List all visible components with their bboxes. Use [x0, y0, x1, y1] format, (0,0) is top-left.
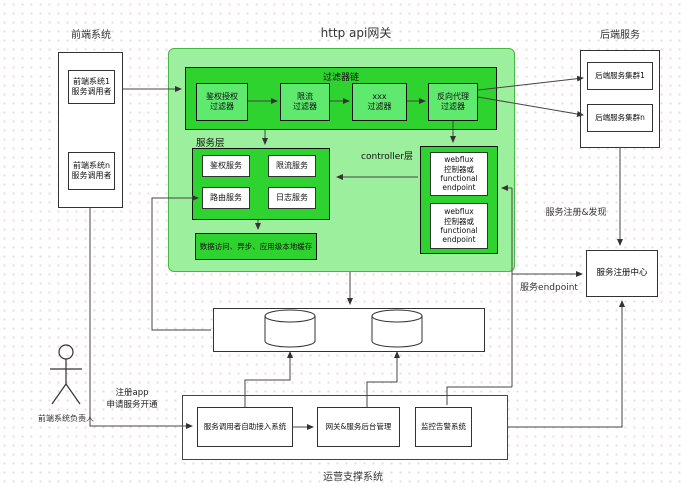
- register-app-annotation: 注册app 申请服务开通: [106, 388, 158, 410]
- service-box-log: 日志服务: [268, 187, 316, 209]
- backend-cluster-1-box: 后端服务集群1: [587, 62, 653, 90]
- frontend-label: 前端系统: [71, 30, 111, 41]
- gateway-note-box: 数据访问、异步、应用级本地缓存: [195, 233, 317, 260]
- filter-chain-label: 过滤器链: [322, 73, 359, 83]
- diagram-title: http api网关: [320, 26, 392, 40]
- config-store-container: [213, 308, 485, 352]
- frontend-caller-1-box: 前端系统1 服务调用者: [68, 70, 115, 104]
- actor-icon: [50, 344, 82, 405]
- webflux-controller-box-2: webflux 控制器或 functional endpoint: [430, 203, 488, 249]
- register-discover-label: 服务注册&发现: [545, 208, 607, 218]
- actor-label: 前端系统负责人: [38, 414, 94, 423]
- filter-box-reverse-proxy: 反向代理 过滤器: [428, 83, 478, 121]
- ops-gateway-admin-box: 网关&服务后台管理: [317, 407, 400, 447]
- webflux-controller-box-1: webflux 控制器或 functional endpoint: [430, 152, 488, 196]
- service-layer-label: 服务层: [196, 138, 225, 149]
- ops-self-onboarding-box: 服务调用者自助接入系统: [197, 407, 293, 447]
- filter-box-xxx: xxx 过滤器: [352, 83, 407, 121]
- filter-box-ratelimit: 限流 过滤器: [280, 83, 330, 121]
- controller-layer-label: controller层: [361, 152, 413, 162]
- service-box-route: 路由服务: [202, 187, 250, 209]
- service-endpoint-label: 服务endpoint: [520, 283, 578, 293]
- filter-box-auth: 鉴权授权 过滤器: [196, 83, 248, 121]
- ops-monitor-alert-box: 监控告警系统: [415, 407, 472, 447]
- frontend-caller-n-box: 前端系统n 服务调用者: [68, 152, 115, 190]
- backend-cluster-n-box: 后端服务集群n: [587, 104, 653, 132]
- backend-label: 后端服务: [600, 30, 640, 41]
- service-box-auth: 鉴权服务: [202, 155, 250, 177]
- service-registry-box: 服务注册中心: [586, 250, 658, 297]
- service-box-ratelimit: 限流服务: [268, 155, 316, 177]
- ops-support-label: 运营支撑系统: [323, 472, 383, 483]
